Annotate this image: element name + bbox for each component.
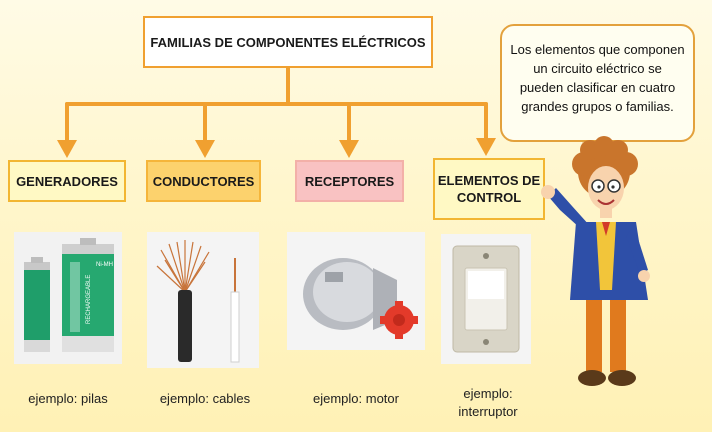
motor-illustration: [287, 232, 425, 350]
switch-photo: [441, 234, 531, 364]
category-control-line1: ELEMENTOS DE: [437, 173, 541, 188]
diagram-title: FAMILIAS DE COMPONENTES ELÉCTRICOS: [143, 16, 433, 68]
category-conductores: CONDUCTORES: [146, 160, 261, 202]
category-control: ELEMENTOS DE CONTROL: [433, 158, 545, 220]
category-control-line2: CONTROL: [456, 190, 522, 205]
example-conductores: ejemplo: cables: [159, 391, 251, 406]
category-generadores: GENERADORES: [8, 160, 126, 202]
speech-bubble: Los elementos que componen un circuito e…: [500, 24, 695, 142]
arrow-generadores: [57, 140, 77, 158]
example-receptores: ejemplo: motor: [313, 391, 399, 406]
cable-illustration: [147, 232, 259, 368]
arrow-conductores: [195, 140, 215, 158]
motor-photo: [287, 232, 425, 350]
arrow-control: [476, 138, 496, 156]
switch-illustration: [441, 234, 531, 364]
battery-illustration: Ni-MH RECHARGEABLE: [14, 232, 122, 364]
category-receptores: RECEPTORES: [295, 160, 404, 202]
battery-photo: Ni-MH RECHARGEABLE: [14, 232, 122, 364]
example-generadores: ejemplo: pilas: [28, 391, 108, 406]
example-control-line1: ejemplo:: [463, 386, 513, 401]
arrow-receptores: [339, 140, 359, 158]
battery-brand-text: Ni-MH: [96, 262, 113, 268]
example-control: ejemplo: interruptor: [432, 385, 544, 421]
battery-label-text: RECHARGEABLE: [86, 275, 92, 324]
cable-photo: [147, 232, 259, 368]
example-control-line2: interruptor: [458, 404, 518, 419]
